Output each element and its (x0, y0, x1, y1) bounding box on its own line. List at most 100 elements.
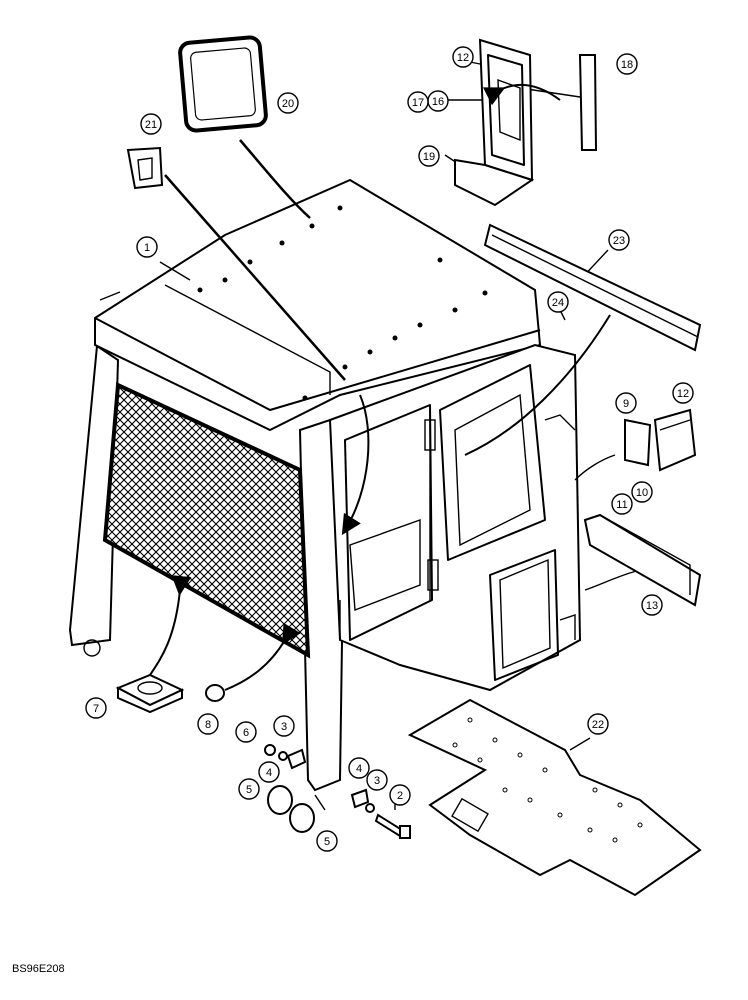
cab-roof (94, 178, 542, 432)
callout-circle (366, 769, 388, 791)
callout-c13: 13 (641, 594, 663, 616)
callout-number: 3 (374, 775, 380, 787)
callout-circle (389, 784, 411, 806)
arrow-to-window (341, 394, 370, 536)
callout-circle (418, 145, 440, 167)
callout-circle (277, 92, 299, 114)
callout-number: 12 (457, 52, 469, 64)
arrow-mesh-7 (149, 575, 192, 676)
callout-c12a: 12 (452, 46, 474, 68)
callout-c4b: 4 (348, 757, 370, 779)
figure-code: BS96E208 (12, 963, 65, 975)
callout-circle (136, 236, 158, 258)
window-seal-20 (178, 35, 268, 133)
callout-c4a: 4 (258, 761, 280, 783)
callout-number: 21 (145, 119, 157, 131)
callout-c3a: 3 (273, 715, 295, 737)
door-window-16 (454, 38, 535, 207)
callout-number: 5 (246, 784, 252, 796)
callout-number: 5 (324, 836, 330, 848)
callout-circle (608, 229, 630, 251)
callout-number: 13 (646, 600, 658, 612)
callout-c16: 16 (427, 90, 449, 112)
callout-c23: 23 (608, 229, 630, 251)
callout-c20: 20 (277, 92, 299, 114)
arrow-16-18 (483, 83, 561, 106)
callout-number: 19 (423, 151, 435, 163)
callout-c9: 9 (615, 392, 637, 414)
callout-circle (587, 713, 609, 735)
clip-21 (126, 146, 164, 190)
callout-circle (616, 53, 638, 75)
callout-circle (258, 761, 280, 783)
callout-number: 22 (592, 719, 604, 731)
callout-c12b: 12 (672, 382, 694, 404)
callout-circle (547, 291, 569, 313)
roof-bolts (197, 205, 488, 401)
callout-c24: 24 (547, 291, 569, 313)
callout-circle (273, 715, 295, 737)
callout-circle (611, 493, 633, 515)
callout-number: 12 (677, 388, 689, 400)
callout-circle (316, 830, 338, 852)
callout-circle (631, 481, 653, 503)
callout-number: 10 (636, 487, 648, 499)
callout-c7: 7 (85, 697, 107, 719)
callout-number: 2 (397, 790, 403, 802)
strip-18 (578, 54, 598, 151)
bracket-9 (624, 418, 652, 467)
callout-number: 17 (412, 97, 424, 109)
callout-number: 11 (616, 499, 627, 511)
callout-number: 7 (93, 703, 99, 715)
arrow-line-23 (464, 314, 611, 456)
callout-number: 23 (613, 235, 625, 247)
callout-circle (85, 697, 107, 719)
callout-number: 16 (432, 96, 444, 108)
callout-c19: 19 (418, 145, 440, 167)
callout-c18: 18 (616, 53, 638, 75)
callout-c5a: 5 (238, 778, 260, 800)
callout-circle (407, 91, 429, 113)
callout-number: 1 (144, 242, 150, 254)
callout-c22: 22 (587, 713, 609, 735)
rear-screen-guard (102, 381, 311, 659)
callout-c17: 17 (407, 91, 429, 113)
callout-c11: 11 (611, 493, 633, 515)
callout-number: 4 (266, 767, 272, 779)
callout-c8: 8 (197, 713, 219, 735)
callout-circle (140, 113, 162, 135)
callout-circle (641, 594, 663, 616)
rail-23 (483, 223, 702, 352)
plug-8 (205, 684, 225, 702)
callout-c10: 10 (631, 481, 653, 503)
callout-circle (348, 757, 370, 779)
callout-c3b: 3 (366, 769, 388, 791)
callout-c5b: 5 (316, 830, 338, 852)
floor-plate-22 (407, 698, 702, 897)
cover-13 (583, 513, 702, 607)
callout-c1: 1 (136, 236, 158, 258)
bracket-10 (653, 408, 697, 472)
pad-7 (115, 673, 185, 714)
callout-circle (452, 46, 474, 68)
arrow-plug-8 (224, 622, 301, 691)
callout-c2: 2 (389, 784, 411, 806)
callout-number: 20 (282, 98, 294, 110)
callout-number: 4 (356, 763, 362, 775)
callout-circle (672, 382, 694, 404)
callout-c6: 6 (235, 721, 257, 743)
callout-circle (615, 392, 637, 414)
callout-circle (197, 713, 219, 735)
callout-number: 3 (281, 721, 287, 733)
callout-number: 6 (243, 727, 249, 739)
callout-number: 9 (623, 398, 629, 410)
callout-number: 8 (205, 719, 211, 731)
callout-number: 18 (621, 59, 633, 71)
rear-left-pillar (68, 344, 120, 657)
callout-circle (238, 778, 260, 800)
cab-side-frame (328, 343, 582, 692)
callout-circle (235, 721, 257, 743)
callout-c21: 21 (140, 113, 162, 135)
